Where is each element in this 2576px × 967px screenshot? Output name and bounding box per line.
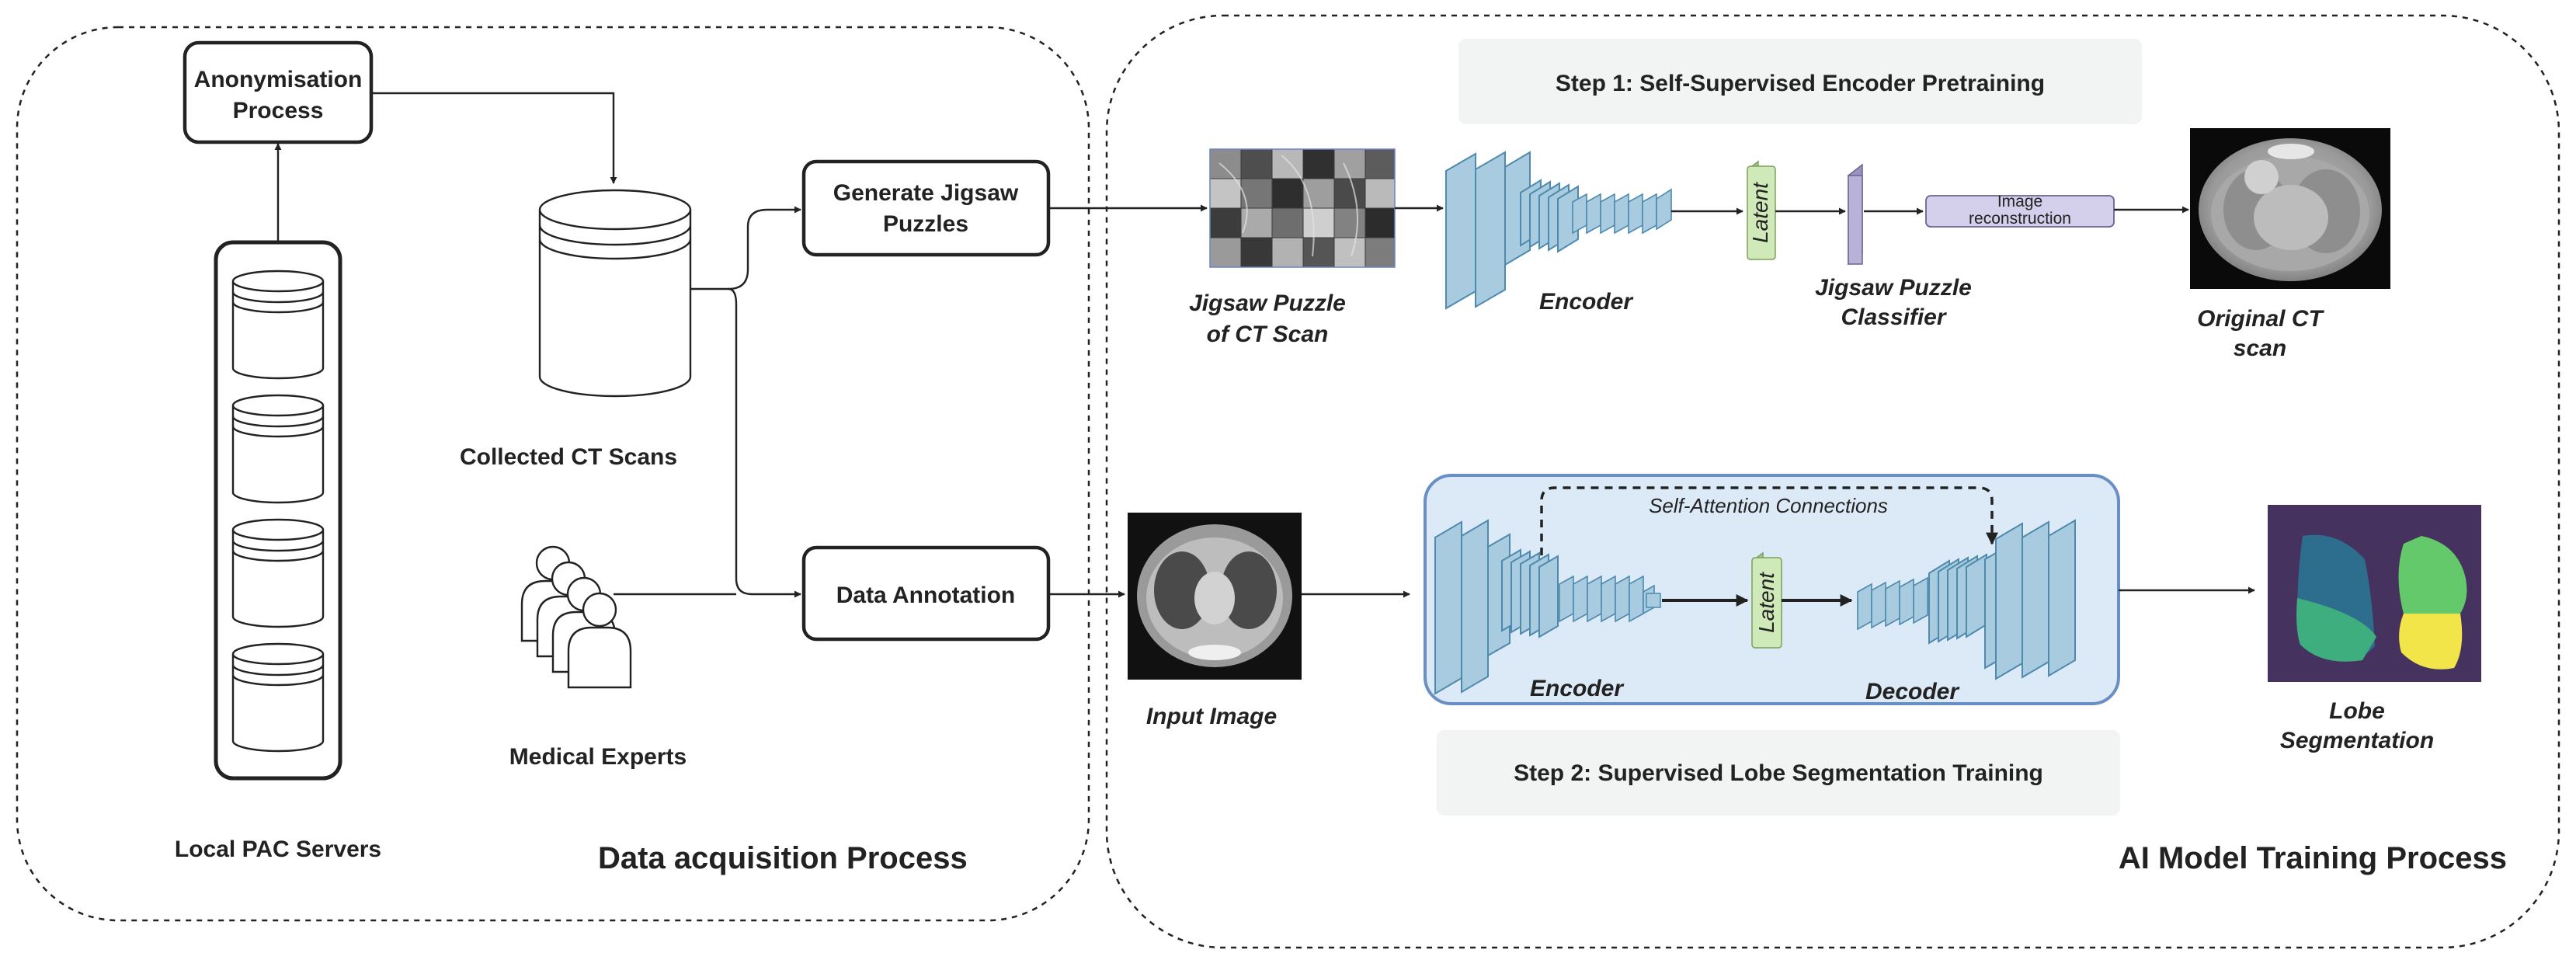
server-db-icon xyxy=(231,394,325,504)
encoder2-label: Encoder xyxy=(1530,676,1625,701)
latent1-label: Latent xyxy=(1748,182,1772,243)
medical-experts-label: Medical Experts xyxy=(509,744,687,770)
anonymisation-line-1: Anonymisation xyxy=(194,67,363,92)
classifier-caption-1: Jigsaw Puzzle xyxy=(1815,275,1972,301)
classifier-caption-2: Classifier xyxy=(1841,304,1947,330)
server-db-icon xyxy=(231,642,325,753)
original-ct-image xyxy=(2190,128,2390,289)
generate-jigsaw-node: Generate Jigsaw Puzzles xyxy=(801,159,1051,257)
training-title: AI Model Training Process xyxy=(2119,841,2507,875)
decoder-block xyxy=(1857,519,2076,680)
medical-experts-icon xyxy=(520,545,632,689)
lobe-caption-2: Segmentation xyxy=(2280,728,2434,753)
data-annotation-label: Data Annotation xyxy=(836,583,1016,608)
self-attention-label: Self-Attention Connections xyxy=(1649,494,1888,517)
pac-servers-label: Local PAC Servers xyxy=(175,837,381,862)
edge-anonymisation-to-collected xyxy=(371,92,617,184)
latent2-label: Latent xyxy=(1754,572,1778,633)
step2-box xyxy=(1437,730,2120,816)
generate-jigsaw-line-1: Generate Jigsaw xyxy=(833,180,1019,206)
classifier-node xyxy=(1848,163,1863,266)
acquisition-panel xyxy=(16,26,1090,922)
acquisition-title: Data acquisition Process xyxy=(598,841,968,875)
reconstruction-line-2: reconstruction xyxy=(1969,210,2071,228)
reconstruction-line-1: Image xyxy=(1997,193,2042,210)
step1-label: Step 1: Self-Supervised Encoder Pretrain… xyxy=(1556,71,2045,96)
generate-jigsaw-line-2: Puzzles xyxy=(883,211,968,237)
reconstruction-node: Image reconstruction xyxy=(1925,193,2115,228)
anonymisation-line-2: Process xyxy=(233,98,324,123)
self-attention-connector xyxy=(1540,486,1998,555)
latent1-node: Latent xyxy=(1747,160,1776,261)
server-db-icon xyxy=(231,518,325,628)
encoder2-block xyxy=(1434,519,1661,695)
jigsaw-puzzle-image xyxy=(1209,148,1396,268)
encoder1-label: Encoder xyxy=(1539,289,1634,315)
lobe-caption-1: Lobe xyxy=(2329,698,2385,724)
input-caption: Input Image xyxy=(1146,704,1277,729)
decoder-label: Decoder xyxy=(1865,679,1960,704)
encoder1-block xyxy=(1445,151,1672,310)
collected-ct-scans-db-icon xyxy=(538,189,692,398)
edge-collected-to-annotation xyxy=(728,287,801,598)
server-db-icon xyxy=(231,270,325,380)
data-annotation-node: Data Annotation xyxy=(801,545,1051,642)
jigsaw-caption-1: Jigsaw Puzzle xyxy=(1189,290,1346,316)
collected-ct-label: Collected CT Scans xyxy=(460,444,677,470)
step2-label: Step 2: Supervised Lobe Segmentation Tra… xyxy=(1514,760,2043,786)
original-caption-2: scan xyxy=(2234,336,2286,361)
input-ct-image xyxy=(1128,513,1302,680)
step1-box xyxy=(1458,39,2142,124)
anonymisation-node: Anonymisation Process xyxy=(183,40,374,144)
jigsaw-caption-2: of CT Scan xyxy=(1207,322,1329,347)
training-panel xyxy=(1105,14,2560,949)
lobe-segmentation-image xyxy=(2268,505,2481,682)
original-caption-1: Original CT xyxy=(2197,306,2324,332)
latent2-node: Latent xyxy=(1751,551,1782,649)
edge-collected-to-jigsaw xyxy=(691,206,801,290)
pac-servers-node xyxy=(214,240,342,781)
